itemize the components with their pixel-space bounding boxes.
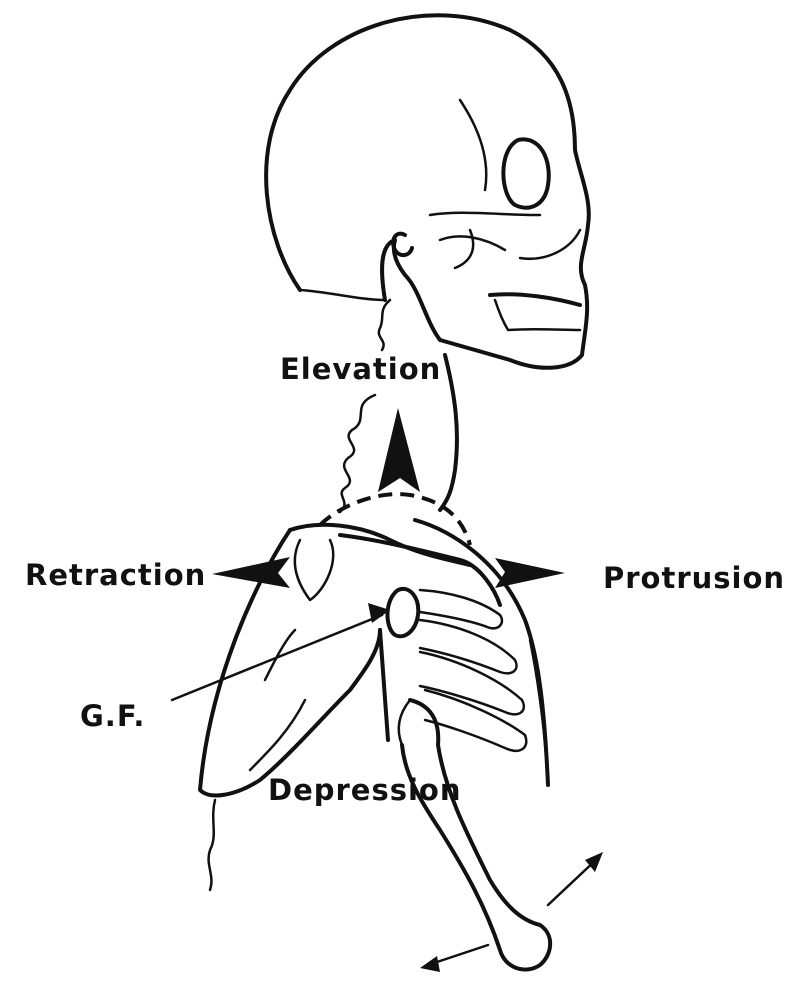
elevation-arrow (378, 408, 420, 492)
body-outline (209, 800, 215, 890)
clavicle (340, 535, 500, 605)
skull (266, 15, 589, 368)
depression-label: Depression (268, 773, 462, 807)
elevation-label: Elevation (280, 352, 441, 386)
protrusion-label: Protrusion (603, 561, 785, 595)
rotation-arrows (420, 852, 603, 972)
retraction-arrow (212, 557, 290, 588)
gf-label: G.F. (80, 699, 145, 733)
retraction-label: Retraction (25, 558, 206, 592)
cervical-spine (340, 300, 457, 512)
rib-cage (415, 520, 548, 785)
scapula (200, 525, 470, 796)
